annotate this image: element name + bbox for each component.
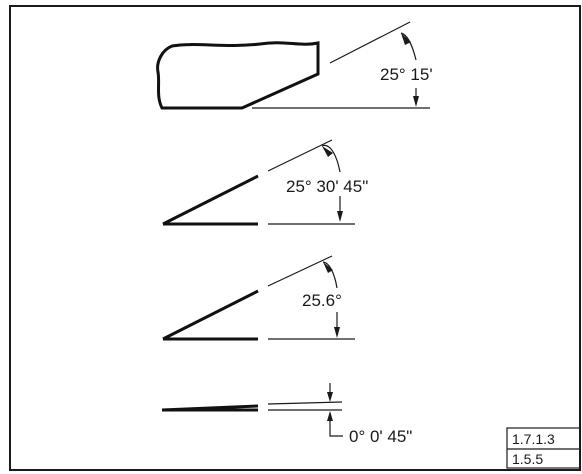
reference-row-2: 1.5.5 <box>512 451 543 467</box>
leader-bottom <box>329 413 343 437</box>
drawing-border <box>9 5 581 471</box>
angle-example-3: 25.6° <box>162 255 355 341</box>
angle-label-3: 25.6° <box>302 291 342 310</box>
reference-row-1: 1.7.1.3 <box>512 431 555 447</box>
angle-line-thick <box>162 174 259 226</box>
angle-example-2: 25° 30' 45" <box>162 139 368 226</box>
workpiece-outline <box>156 41 320 110</box>
arc-arrowhead-top <box>401 33 411 45</box>
arc-arrowhead-bottom <box>337 211 343 222</box>
angle-example-4: 0° 0' 45" <box>161 383 412 446</box>
angle-label-1: 25° 15' <box>380 65 433 84</box>
arc-arrowhead-top <box>322 146 333 157</box>
arc-arrowhead-bottom <box>413 96 419 107</box>
inclined-extension-line <box>267 401 343 405</box>
leader-arrowhead-top <box>327 392 333 402</box>
inclined-extension-line <box>267 255 333 287</box>
angle-example-1: 25° 15' <box>156 21 433 110</box>
angle-line-thick <box>162 289 259 341</box>
arc-arrowhead-bottom <box>334 327 340 338</box>
angle-label-2: 25° 30' 45" <box>286 177 368 196</box>
inclined-extension-line <box>267 139 333 172</box>
arc-arrowhead-top <box>323 262 333 273</box>
angle-label-4: 0° 0' 45" <box>349 427 412 446</box>
inclined-extension-line <box>329 21 411 64</box>
leader-arrowhead-bottom <box>327 411 333 421</box>
reference-table-frame <box>506 427 581 469</box>
reference-table: 1.7.1.3 1.5.5 <box>506 427 581 469</box>
angle-dimension-arc <box>321 144 341 173</box>
